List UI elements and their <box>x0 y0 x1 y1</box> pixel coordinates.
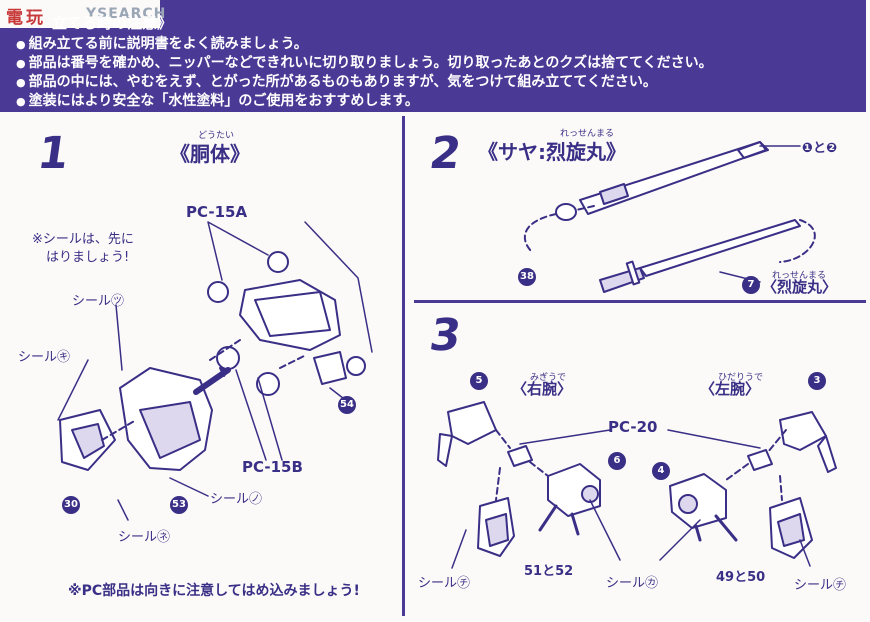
step2-heading-ruby: れっせんまる <box>560 129 615 139</box>
joint-cap <box>216 346 240 370</box>
step1-heading: 《胴体》 <box>170 142 250 166</box>
vertical-divider <box>402 116 405 616</box>
left-arm-label: 〈左腕〉 <box>700 380 761 398</box>
caution-item: 部品の中には、やむをえず、とがった所があるものもありますが、気をつけて組み立てて… <box>16 73 713 92</box>
part-number-53: 53 <box>170 496 188 514</box>
parts-1-2-label: ❶と❷ <box>802 141 838 156</box>
caution-item: 塗装にはより安全な「水性塗料」のご使用をおすすめします。 <box>16 92 713 111</box>
left-forearm-part <box>817 435 837 473</box>
caution-title: 立てる時の注意》 <box>52 14 173 32</box>
assembly-arrow <box>779 219 816 263</box>
part-number-5: 5 <box>470 372 488 390</box>
parts-51-52-label: 51と52 <box>524 564 574 579</box>
part-number-54: 54 <box>338 396 356 414</box>
assembly-arrow <box>523 205 595 253</box>
pc-15a-label: PC-15A <box>186 203 248 221</box>
assembly-arrow <box>495 429 549 501</box>
chest-plate-detail <box>71 423 105 459</box>
step1-heading-ruby: どうたい <box>198 131 235 141</box>
left-arm-ruby: ひだりうで <box>718 373 764 383</box>
part-number-7: 7 <box>742 276 760 294</box>
seal-chi-right-label: シール㋠ <box>794 578 847 593</box>
seal-note-line2: はりましょう! <box>46 250 130 265</box>
sheath-tip <box>737 141 769 159</box>
step2-heading: 《サヤ:烈旋丸》 <box>478 140 626 164</box>
part-number-30: 30 <box>62 496 80 514</box>
left-elbow-part <box>669 473 727 529</box>
leader-line <box>451 499 811 569</box>
watermark-logo: 電 玩 YSEARCH <box>0 0 165 28</box>
pc-joint <box>747 449 773 471</box>
backpack-part <box>239 279 341 351</box>
caution-banner: 電 玩 YSEARCH 立てる時の注意》 組み立てる前に説明書をよく読みましょう… <box>0 0 866 112</box>
blade-label: 〈烈旋丸〉 <box>762 278 838 296</box>
left-shoulder-part <box>779 411 827 451</box>
pc-20-label: PC-20 <box>608 418 658 436</box>
assembly-arrow <box>725 429 787 501</box>
logo-part3: YSEARCH <box>86 6 167 22</box>
part-number-6: 6 <box>608 452 626 470</box>
backpack-detail <box>254 291 331 337</box>
joint-cap <box>256 372 280 396</box>
part-number-38: 38 <box>518 268 536 286</box>
seal-ki-label: シール㋖ <box>18 350 71 365</box>
seal-no-label: シール㋨ <box>210 492 263 507</box>
leader-line <box>207 221 373 353</box>
left-arm-stub <box>694 514 738 542</box>
leader-line <box>57 304 209 521</box>
seal-ne-label: シール㋧ <box>118 530 171 545</box>
seal-note-line1: ※シールは、先に <box>32 232 134 247</box>
logo-part2: 玩 <box>26 8 44 28</box>
sheath-cap <box>555 203 577 221</box>
caution-item: 組み立てる前に説明書をよく読みましょう。 <box>16 35 713 54</box>
right-arm-ruby: みぎうで <box>530 373 567 383</box>
right-hand-detail <box>485 513 509 547</box>
pc-15b-label: PC-15B <box>242 458 303 476</box>
seal-tsu-label: シール㋡ <box>72 294 125 309</box>
pc-footnote: ※PC部品は向きに注意してはめ込みましょう! <box>68 583 360 599</box>
joint-cap <box>207 281 229 303</box>
seal-ka-label: シール㋕ <box>606 576 659 591</box>
elbow-joint <box>581 485 599 503</box>
joint-cap <box>346 356 366 376</box>
shoulder-part <box>313 351 347 385</box>
seal-chi-left-label: シール㋠ <box>418 576 471 591</box>
arrow-head <box>219 367 229 377</box>
logo-part1: 電 <box>6 8 24 28</box>
parts-49-50-label: 49と50 <box>716 570 766 585</box>
part-number-4: 4 <box>652 462 670 480</box>
left-hand-detail <box>777 513 805 547</box>
blade-part <box>639 219 801 277</box>
sheath-detail <box>599 183 629 205</box>
torso-detail <box>139 401 201 459</box>
part-number-3: 3 <box>808 372 826 390</box>
right-forearm-part <box>437 433 453 467</box>
horizontal-divider <box>414 300 866 303</box>
assembly-arrow <box>101 339 305 441</box>
blade-guard <box>625 260 641 286</box>
right-shoulder-part <box>447 401 497 445</box>
pc-joint <box>507 445 533 467</box>
caution-item: 部品は番号を確かめ、ニッパーなどできれいに切り取りましょう。切り取ったあとのクズ… <box>16 54 713 73</box>
joint-cap <box>267 251 289 273</box>
leader-line <box>519 429 761 449</box>
elbow-joint <box>678 494 698 514</box>
right-elbow-part <box>547 463 601 517</box>
right-arm-label: 〈右腕〉 <box>512 380 573 398</box>
caution-list: 組み立てる前に説明書をよく読みましょう。 部品は番号を確かめ、ニッパーなどできれ… <box>16 35 713 111</box>
leader-line <box>235 369 283 461</box>
blade-ruby: れっせんまる <box>772 271 827 281</box>
right-arm-stub <box>538 504 580 536</box>
